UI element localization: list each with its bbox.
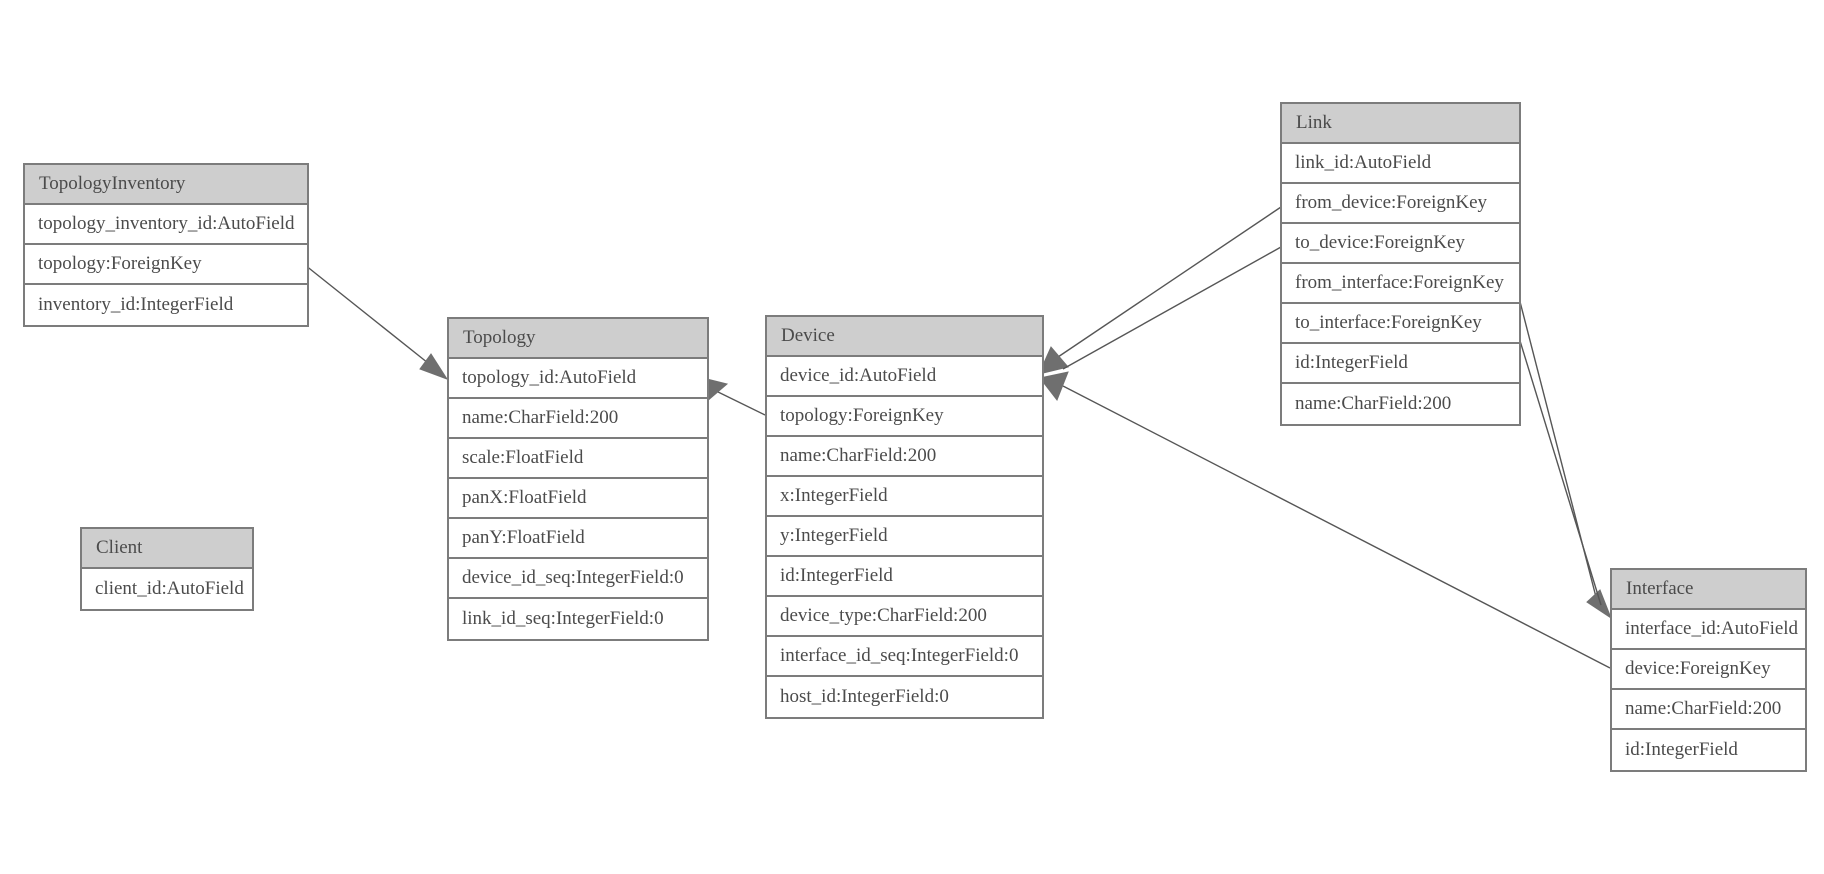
edge-link-to-interface (1516, 330, 1602, 606)
entity-field-row: to_interface:ForeignKey (1282, 304, 1519, 344)
entity-field-row: device_id:AutoField (767, 357, 1042, 397)
entity-field-row: x:IntegerField (767, 477, 1042, 517)
entity-field-row: to_device:ForeignKey (1282, 224, 1519, 264)
entity-field-row: topology_inventory_id:AutoField (25, 205, 307, 245)
edge-link-from-device (1057, 206, 1282, 358)
entity-field-row: y:IntegerField (767, 517, 1042, 557)
entity-field-row: device:ForeignKey (1612, 650, 1805, 690)
entity-field-row: device_type:CharField:200 (767, 597, 1042, 637)
entity-header: TopologyInventory (25, 165, 307, 205)
edge-interface-device (1062, 385, 1611, 669)
entity-field-row: name:CharField:200 (1282, 384, 1519, 424)
entity-field-row: device_id_seq:IntegerField:0 (449, 559, 707, 599)
entity-field-row: inventory_id:IntegerField (25, 285, 307, 325)
entity-field-row: id:IntegerField (1282, 344, 1519, 384)
entity-header: Interface (1612, 570, 1805, 610)
entity-field-row: name:CharField:200 (767, 437, 1042, 477)
edge-device-topology (713, 389, 766, 416)
entity-field-row: id:IntegerField (767, 557, 1042, 597)
edge-link-from-interface-arrowhead-icon (1586, 589, 1613, 620)
entity-field-row: link_id:AutoField (1282, 144, 1519, 184)
entity-field-row: topology_id:AutoField (449, 359, 707, 399)
entity-header: Link (1282, 104, 1519, 144)
entity-field-row: from_device:ForeignKey (1282, 184, 1519, 224)
entity-field-row: name:CharField:200 (1612, 690, 1805, 730)
entity-field-row: topology:ForeignKey (767, 397, 1042, 437)
entity-field-row: interface_id:AutoField (1612, 610, 1805, 650)
entity-field-row: id:IntegerField (1612, 730, 1805, 770)
entity-field-row: link_id_seq:IntegerField:0 (449, 599, 707, 639)
entity-field-row: client_id:AutoField (82, 569, 252, 609)
edge-topologyinventory-topology-arrowhead-icon (419, 353, 449, 380)
entity-field-row: interface_id_seq:IntegerField:0 (767, 637, 1042, 677)
edge-link-to-device (1062, 246, 1282, 370)
entity-field-row: name:CharField:200 (449, 399, 707, 439)
entity-field-row: panX:FloatField (449, 479, 707, 519)
entity-header: Topology (449, 319, 707, 359)
entity-field-row: from_interface:ForeignKey (1282, 264, 1519, 304)
entity-header: Device (767, 317, 1042, 357)
entity-field-row: host_id:IntegerField:0 (767, 677, 1042, 717)
entity-header: Client (82, 529, 252, 569)
entity-field-row: scale:FloatField (449, 439, 707, 479)
entity-field-row: panY:FloatField (449, 519, 707, 559)
entity-field-row: topology:ForeignKey (25, 245, 307, 285)
edge-interface-device-arrowhead-icon (1039, 371, 1069, 402)
edge-link-from-device-arrowhead-icon (1038, 346, 1069, 375)
edge-topologyinventory-topology (304, 264, 429, 364)
